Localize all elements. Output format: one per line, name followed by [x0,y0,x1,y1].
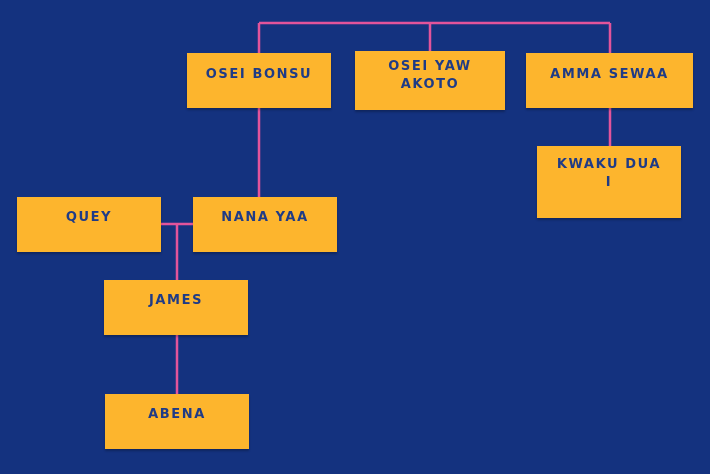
person-node-nana-yaa: NANA YAA [193,197,337,252]
person-node-osei-bonsu: OSEI BONSU [187,53,331,108]
person-node-amma-sewaa: AMMA SEWAA [526,53,693,108]
person-node-abena: ABENA [105,394,249,449]
person-node-james: JAMES [104,280,248,335]
person-name: KWAKU DUA I [556,157,662,190]
person-name: NANA YAA [221,210,309,225]
person-node-osei-yaw-akoto: OSEI YAW AKOTO [355,51,505,110]
person-name: JAMES [148,293,204,308]
person-node-kwaku-dua: KWAKU DUA I [537,146,681,218]
person-node-quey: QUEY [17,197,161,252]
person-name: ABENA [148,407,206,422]
person-name: QUEY [65,210,113,225]
person-name: AMMA SEWAA [550,67,669,82]
person-name: OSEI YAW AKOTO [388,59,472,92]
person-name: OSEI BONSU [205,67,313,82]
